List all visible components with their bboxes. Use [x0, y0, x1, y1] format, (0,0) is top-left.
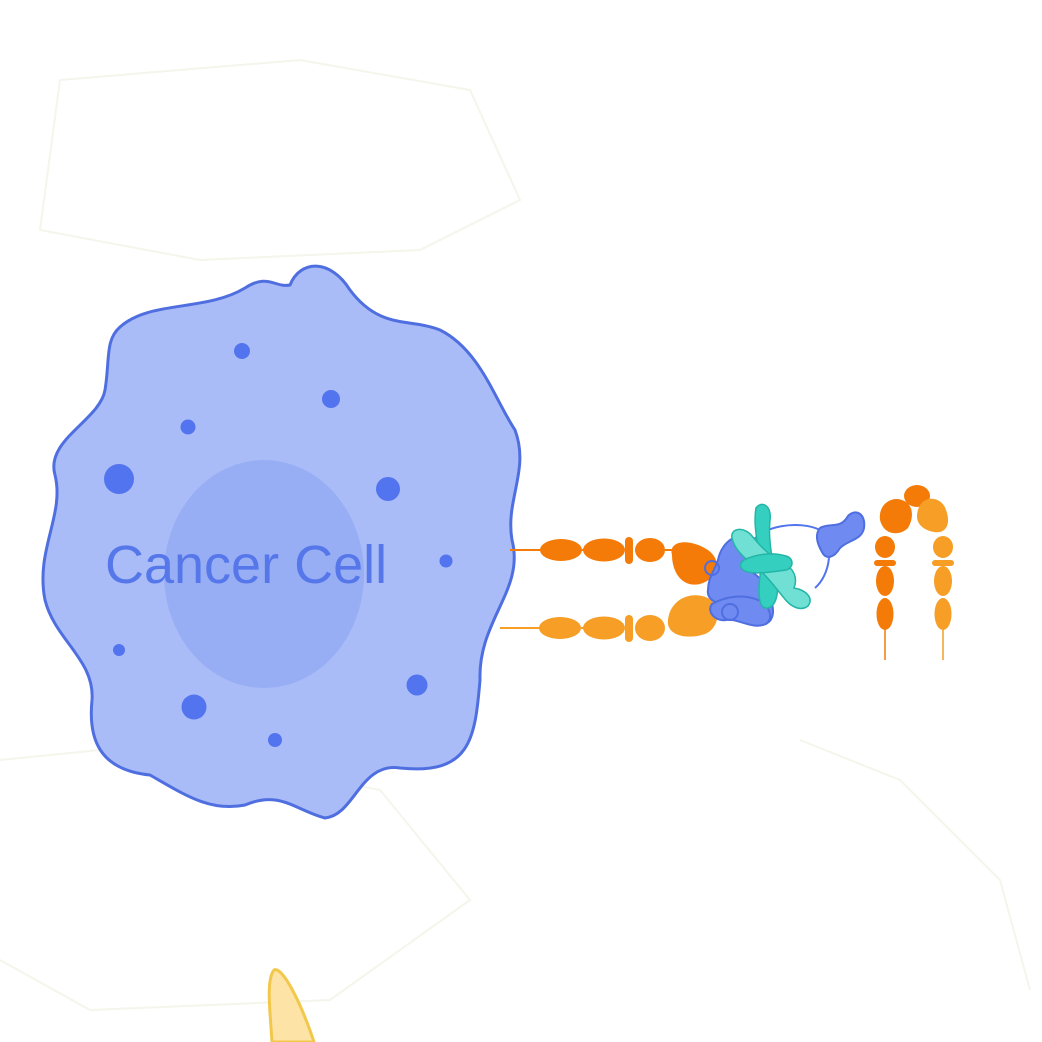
cancer-cell-icon: Cancer Cell — [41, 264, 522, 820]
antibody-ligand-complex-icon — [704, 503, 866, 627]
folded-receptor-icon — [874, 485, 954, 660]
yellow-cell-protrusion-icon — [267, 968, 316, 1042]
cancer-cell-granules — [104, 343, 453, 747]
cancer-cell-label: Cancer Cell — [105, 535, 387, 595]
cancer-cell-nucleus — [164, 460, 364, 688]
membrane-receptor-icon — [500, 537, 718, 642]
